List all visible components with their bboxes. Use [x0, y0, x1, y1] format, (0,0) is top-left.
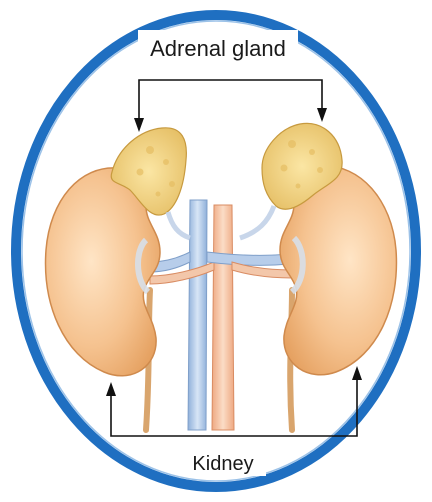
aorta: [212, 205, 234, 430]
adrenal-gland-label: Adrenal gland: [150, 36, 286, 61]
kidney-label: Kidney: [192, 453, 253, 475]
vena-cava: [188, 200, 207, 430]
